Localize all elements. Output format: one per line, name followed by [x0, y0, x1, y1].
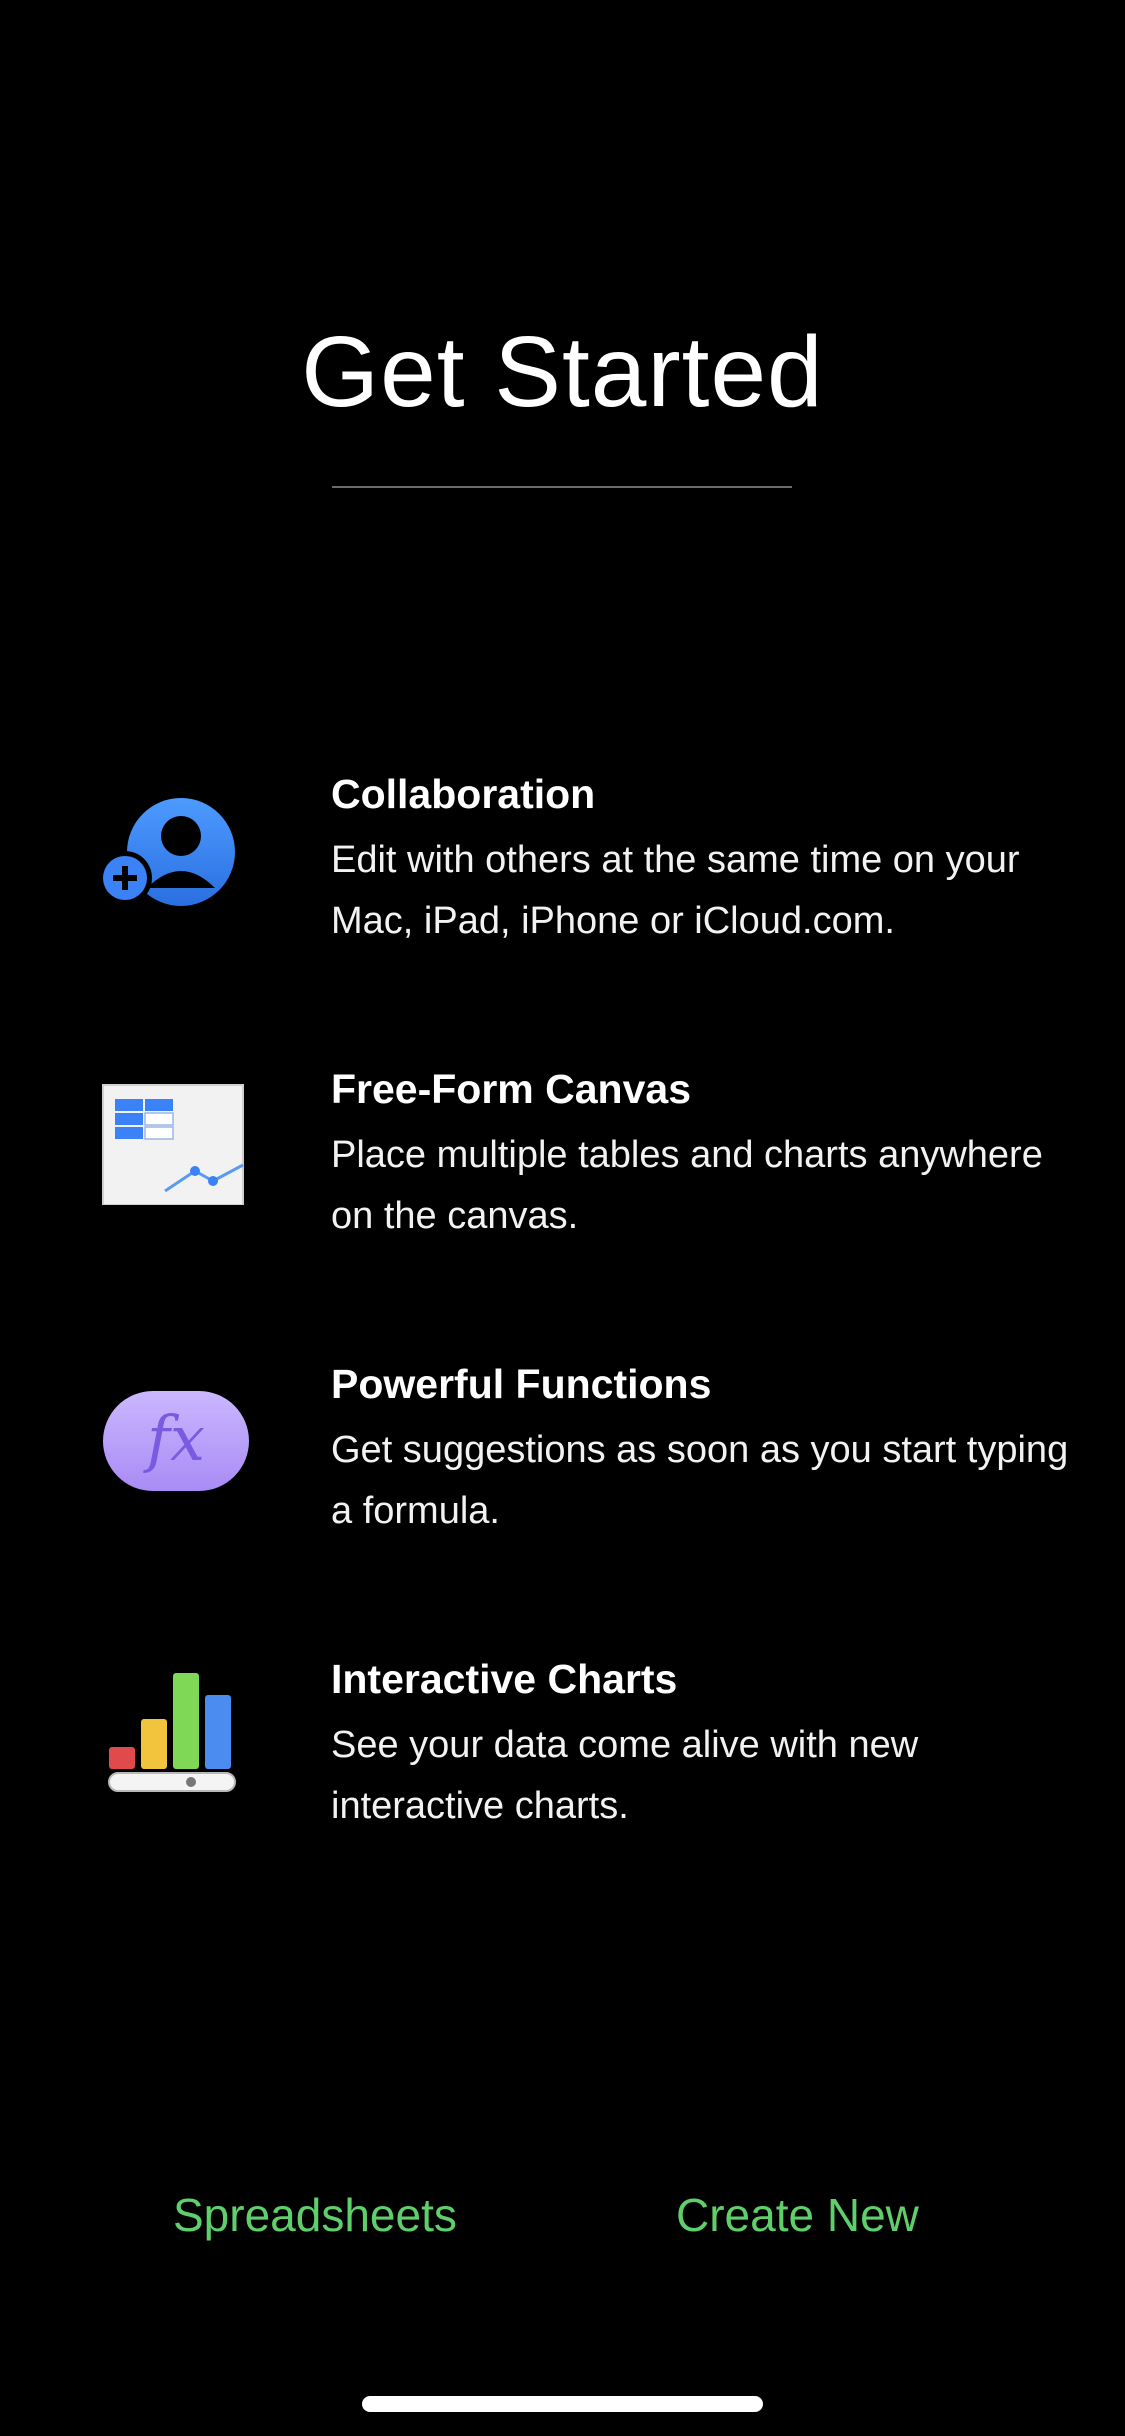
collaboration-icon [95, 770, 255, 910]
feature-functions: fx Powerful Functions Get suggestions as… [0, 1360, 1125, 1560]
feature-canvas: Free-Form Canvas Place multiple tables a… [0, 1065, 1125, 1265]
feature-title: Free-Form Canvas [331, 1066, 692, 1112]
title-divider [332, 486, 792, 488]
feature-title: Interactive Charts [331, 1656, 678, 1702]
feature-description: Get suggestions as soon as you start typ… [331, 1429, 1069, 1532]
feature-collaboration: Collaboration Edit with others at the sa… [0, 770, 1125, 970]
feature-title: Collaboration [331, 771, 596, 817]
feature-description: Edit with others at the same time on you… [331, 839, 1020, 942]
feature-description: Place multiple tables and charts anywher… [331, 1134, 1043, 1237]
feature-description: See your data come alive with new intera… [331, 1724, 919, 1827]
spreadsheets-button[interactable]: Spreadsheets [173, 2189, 457, 2241]
feature-charts: Interactive Charts See your data come al… [0, 1655, 1125, 1855]
create-new-button[interactable]: Create New [676, 2189, 919, 2241]
home-indicator[interactable] [362, 2396, 763, 2412]
charts-icon [95, 1655, 255, 1795]
feature-title: Powerful Functions [331, 1361, 712, 1407]
canvas-icon [95, 1065, 255, 1206]
functions-icon: fx [95, 1360, 255, 1500]
fx-label: fx [143, 1402, 205, 1475]
page-title: Get Started [301, 316, 824, 428]
